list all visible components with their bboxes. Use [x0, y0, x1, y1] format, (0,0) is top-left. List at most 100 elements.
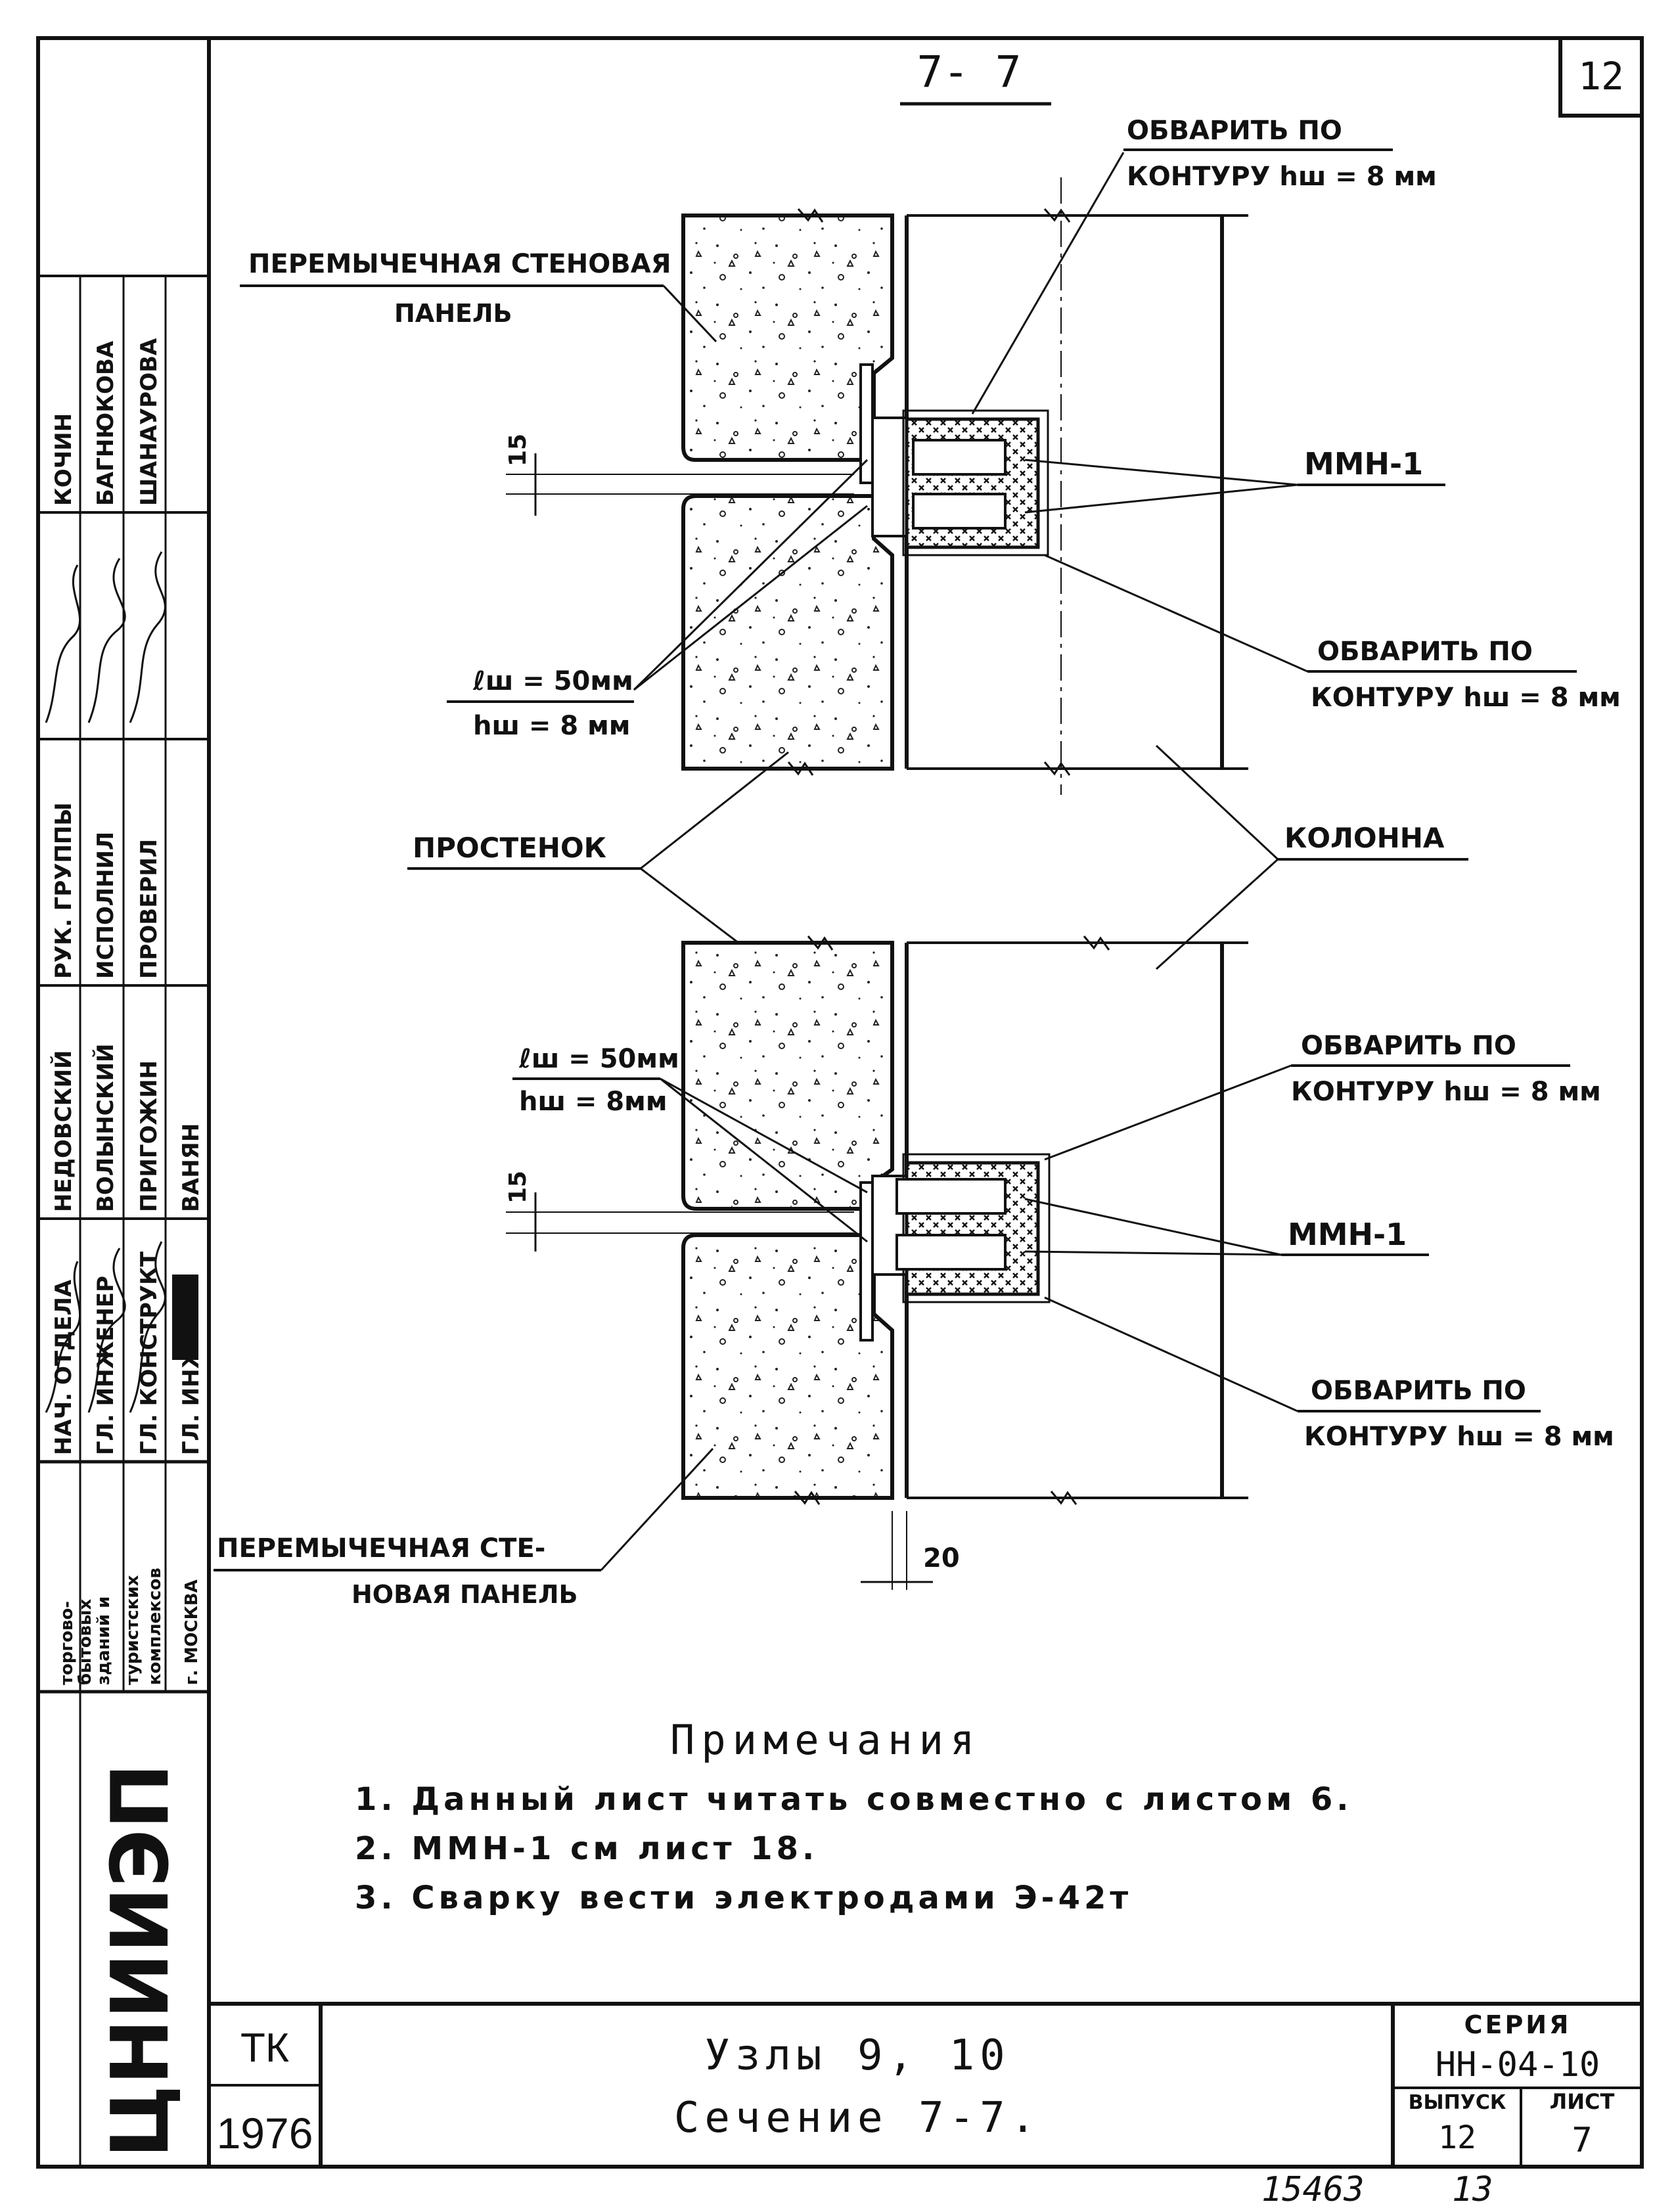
upper-bottom-wrap-note-line1: ОБВАРИТЬ ПО	[1317, 637, 1533, 667]
issue-value: 12	[1438, 2119, 1476, 2156]
name-bagnyukova: БАГНЮКОВА	[93, 340, 119, 506]
org-line-1: торгово-	[57, 1601, 77, 1685]
lower-top-wrap-leader	[1044, 1064, 1292, 1161]
lower-break-mark-top	[1083, 936, 1110, 951]
signature-4	[172, 1275, 198, 1360]
role-chief-designer: ГЛ. КОНСТРУКТ	[136, 1251, 162, 1455]
org-line-6: г. МОСКВА	[182, 1579, 202, 1685]
upper-break-mark-panel-bottom	[787, 761, 814, 776]
note-2: 2. ММН-1 см лист 18.	[355, 1830, 818, 1867]
outer-frame	[36, 36, 1644, 2169]
lower-lintel-panel	[681, 1233, 894, 1500]
series-value: НН-04-10	[1436, 2045, 1600, 2085]
lower-offset-dim: 20	[923, 1543, 960, 1573]
note-1: 1. Данный лист читать совместно с листом…	[355, 1781, 1353, 1818]
upper-weld-leader-2	[633, 505, 868, 691]
corner-number-box	[1558, 36, 1644, 118]
signature-3	[129, 1241, 166, 1413]
lower-mmn-plate-bottom	[895, 1234, 1007, 1271]
series-label: СЕРИЯ	[1464, 2010, 1572, 2039]
notes-block: Примечания 1. Данный лист читать совмест…	[355, 1716, 1353, 1916]
upper-gap-dim: 15	[505, 434, 532, 466]
lower-mmn-plate-top	[895, 1178, 1007, 1215]
corner-number: 12	[1578, 54, 1624, 99]
lower-weld-leader-2	[660, 1077, 868, 1243]
lower-top-wrap-note-line2: КОНТУРУ hш = 8 мм	[1291, 1077, 1601, 1107]
sheet-label: ЛИСТ	[1550, 2089, 1615, 2114]
upper-lintel-panel-top	[681, 214, 894, 462]
upper-mmn-leader-2	[1024, 484, 1298, 514]
notes-heading: Примечания	[670, 1716, 981, 1764]
lower-wrap-contour	[902, 1153, 1051, 1303]
upper-panel-label-line1: ПЕРЕМЫЧЕЧНАЯ СТЕНОВАЯ	[248, 249, 671, 279]
role-executed: ИСПОЛНИЛ	[93, 832, 119, 979]
lower-bottom-wrap-note-line2: КОНТУРУ hш = 8 мм	[1304, 1422, 1614, 1452]
upper-mmn-leader-1	[1024, 459, 1298, 486]
signature-2	[87, 1248, 126, 1413]
role-checked: ПРОВЕРИЛ	[136, 839, 162, 979]
upper-mmn-plate-top	[912, 439, 1007, 476]
lower-weld-length: ℓш = 50мм	[518, 1044, 679, 1074]
lower-top-wrap-note-line1: ОБВАРИТЬ ПО	[1301, 1031, 1516, 1061]
org-line-3: зданий и	[94, 1596, 114, 1685]
lower-gap-dim: 15	[505, 1171, 532, 1204]
upper-top-wrap-leader	[971, 152, 1125, 415]
upper-weld-leader-1	[633, 459, 869, 691]
section-title: 7- 7	[917, 47, 1022, 97]
name-nedovsky: НЕДОВСКИЙ	[50, 1050, 77, 1212]
upper-top-wrap-note-line2: КОНТУРУ hш = 8 мм	[1127, 162, 1437, 192]
upper-panel-leader	[662, 284, 717, 343]
upper-weld-height: hш = 8 мм	[473, 711, 630, 741]
upper-bottom-wrap-note-line2: КОНТУРУ hш = 8 мм	[1311, 683, 1621, 713]
upper-embedded-stub	[871, 417, 908, 537]
name-kochin: КОЧИН	[51, 413, 77, 506]
org-line-4: туристских	[123, 1575, 143, 1685]
upper-weld-length: ℓш = 50мм	[472, 666, 633, 696]
upper-top-wrap-note-line1: ОБВАРИТЬ ПО	[1127, 116, 1342, 146]
lower-weld-leader-1	[660, 1077, 868, 1194]
lower-mmn-label: ММН-1	[1288, 1217, 1407, 1252]
upper-pier-panel	[681, 494, 894, 771]
name-volynsky: ВОЛЫНСКИЙ	[92, 1044, 119, 1212]
name-vanyan: ВАНЯН	[178, 1123, 204, 1212]
title-block-year: 1976	[217, 2109, 313, 2157]
signature-6	[87, 558, 126, 723]
lower-embedded-plate	[859, 1181, 874, 1342]
lower-panel-label-line2: НОВАЯ ПАНЕЛЬ	[351, 1580, 578, 1609]
title-block-code: ТК	[240, 2025, 289, 2071]
lower-break-mark-bottom	[1050, 1491, 1077, 1505]
upper-break-mark-top	[1043, 208, 1071, 223]
lower-pier-panel	[681, 941, 894, 1211]
column-leader-up	[1155, 744, 1279, 861]
drawing-title-line1: Узлы 9, 10	[704, 2031, 1010, 2080]
lower-mmn-leader-2	[1024, 1250, 1282, 1256]
lower-break-mark-panel-bottom	[794, 1491, 821, 1505]
issue-label: ВЫПУСК	[1409, 2091, 1506, 2114]
lower-bottom-wrap-leader	[1044, 1296, 1298, 1412]
lower-break-mark-panel-top	[807, 936, 834, 951]
org-line-5: комплексов	[145, 1568, 165, 1685]
note-3: 3. Сварку вести электродами Э-42т	[355, 1880, 1132, 1916]
signature-5	[45, 564, 81, 723]
signature-1	[45, 1261, 81, 1413]
org-line-2: бытовых	[76, 1598, 95, 1685]
role-head-of-dept: НАЧ. ОТДЕЛА	[51, 1279, 77, 1455]
side-stamp: ЦНИИЭП торгово- бытовых зданий и туристс…	[38, 275, 209, 2167]
upper-break-mark-bottom	[1043, 761, 1071, 776]
pier-label: ПРОСТЕНОК	[413, 832, 606, 864]
lower-weld-height: hш = 8мм	[519, 1087, 668, 1117]
upper-wrap-contour	[902, 409, 1049, 556]
archive-number: 15463	[1261, 2170, 1365, 2209]
sheet-value: 7	[1572, 2121, 1592, 2160]
signature-7	[129, 551, 166, 723]
upper-break-mark-panel-top	[797, 208, 824, 223]
lower-panel-leader	[600, 1447, 714, 1571]
role-chief-engineer: ГЛ. ИНЖЕНЕР	[93, 1276, 119, 1455]
title-block: ТК 1976 Узлы 9, 10 Сечение 7-7. СЕРИЯ НН…	[209, 2002, 1642, 2167]
page-number: 13	[1452, 2170, 1493, 2209]
upper-mmn-label: ММН-1	[1304, 446, 1423, 482]
upper-mmn-plate-bottom	[912, 493, 1007, 530]
role-group-leader: РУК. ГРУППЫ	[51, 802, 77, 979]
column-label: КОЛОННА	[1284, 822, 1445, 854]
